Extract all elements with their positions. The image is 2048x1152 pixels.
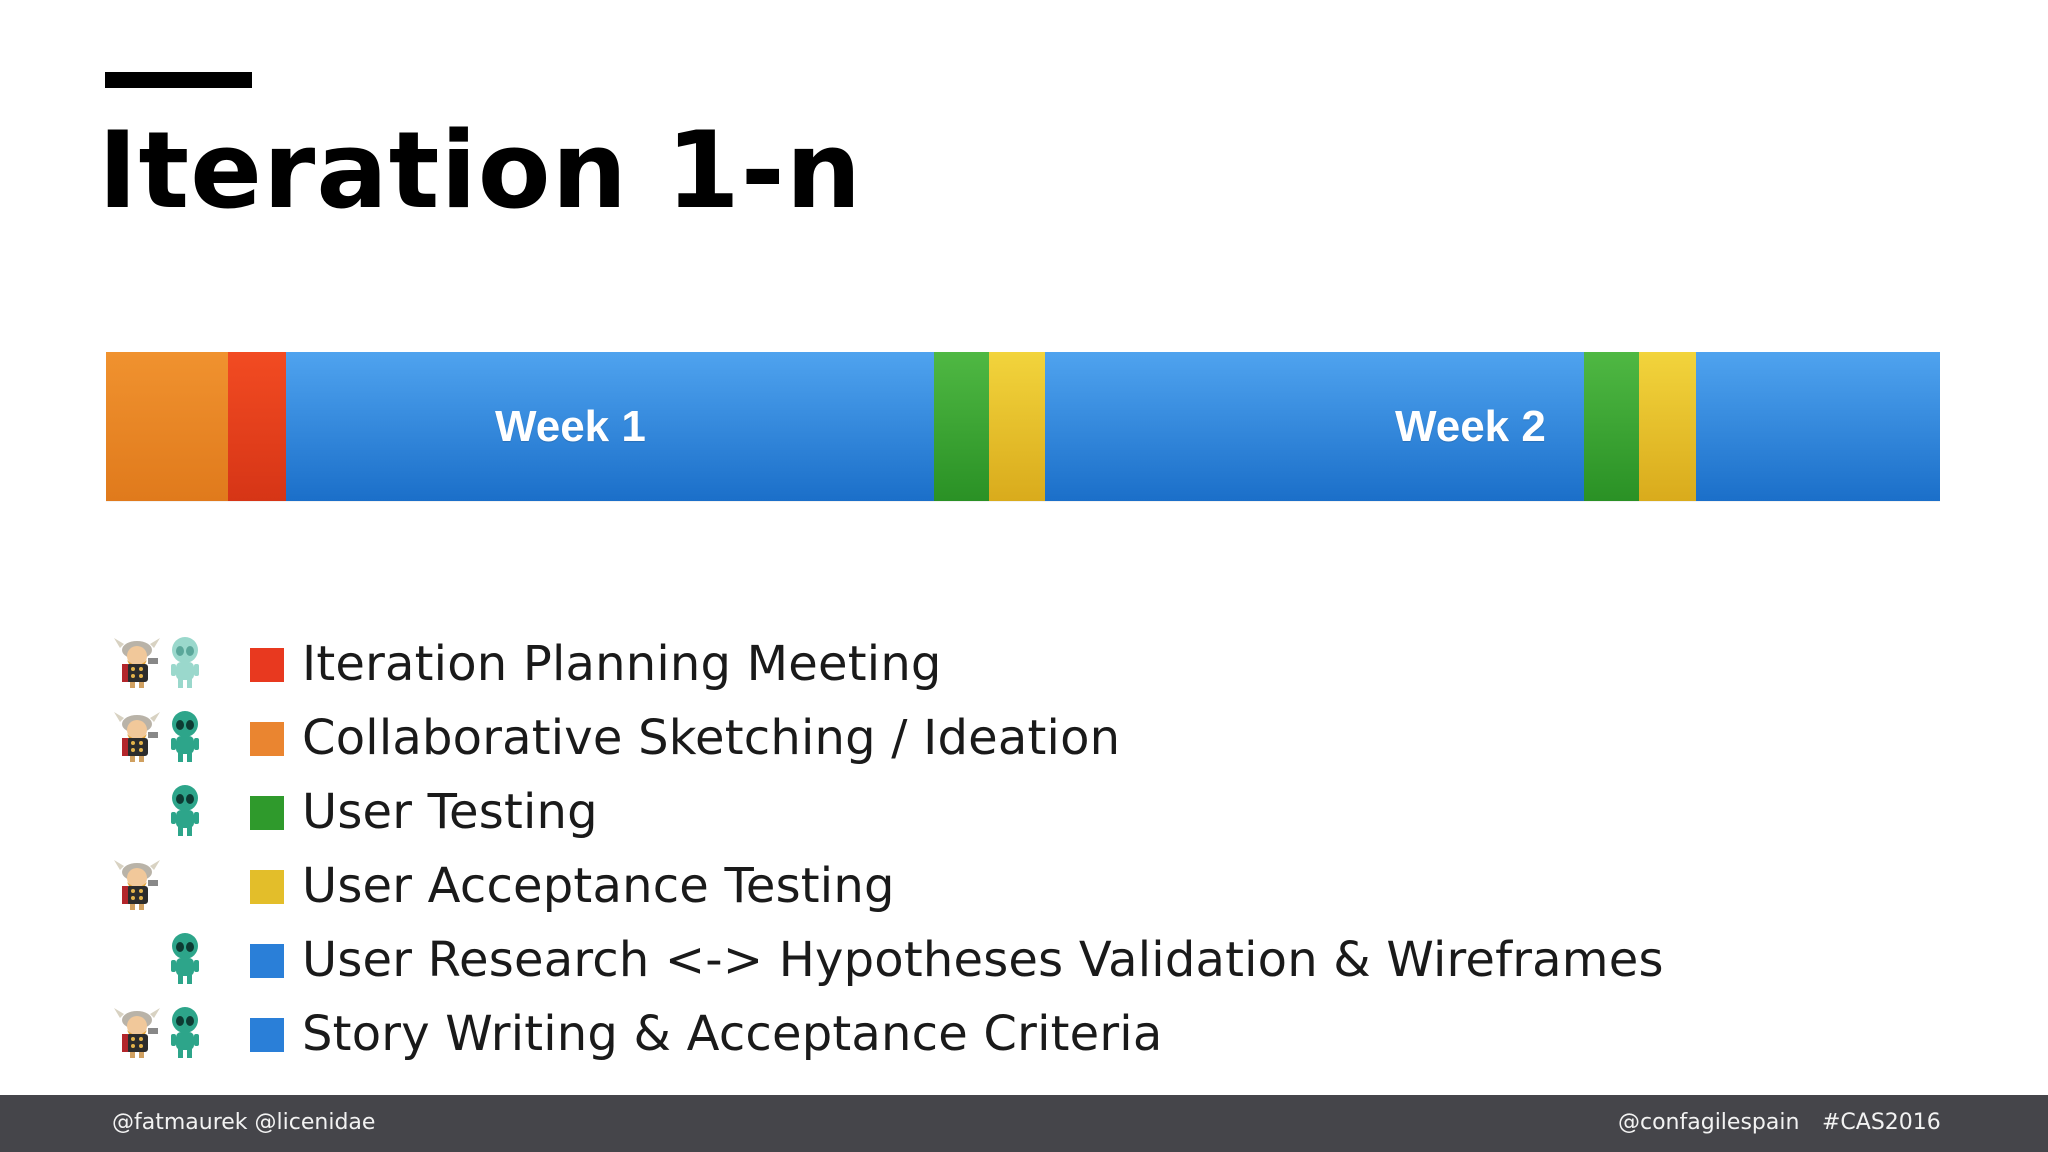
alien-icon — [171, 785, 199, 836]
slide-footer: @fatmaurek @licenidae @confagilespain #C… — [0, 1095, 2048, 1152]
legend-swatch-blue — [250, 944, 284, 978]
legend-label: User Research <-> Hypotheses Validation … — [302, 932, 1664, 988]
alien-icon — [171, 1007, 199, 1058]
legend-label: Story Writing & Acceptance Criteria — [302, 1006, 1163, 1062]
title-accent-bar — [105, 72, 252, 88]
viking-icon — [114, 860, 160, 910]
slide-title: Iteration 1-n — [98, 109, 863, 232]
timeline-segment-week-1: Week 1 — [286, 352, 934, 501]
week-1-label: Week 1 — [495, 401, 646, 451]
footer-hashtag: #CAS2016 — [1822, 1110, 1941, 1135]
legend-label: Collaborative Sketching / Ideation — [302, 710, 1121, 766]
timeline-segment-planning — [228, 352, 286, 501]
legend-swatch-red — [250, 648, 284, 682]
iteration-timeline-bar: Week 1 Week 2 — [106, 352, 1940, 501]
footer-authors: @fatmaurek @licenidae — [112, 1110, 376, 1135]
timeline-segment-acceptance — [989, 352, 1045, 501]
legend-label: User Acceptance Testing — [302, 858, 895, 914]
timeline-segment-week-2: Week 2 — [1045, 352, 1584, 501]
viking-icon — [114, 638, 160, 688]
week-2-label: Week 2 — [1395, 401, 1546, 451]
timeline-segment-user-testing — [1584, 352, 1639, 501]
timeline-segment-acceptance — [1639, 352, 1696, 501]
footer-handle: @confagilespain — [1618, 1110, 1800, 1135]
legend-swatch-green — [250, 796, 284, 830]
legend-swatch-orange — [250, 722, 284, 756]
timeline-segment-user-testing — [934, 352, 989, 501]
viking-icon — [114, 1008, 160, 1058]
alien-icon — [171, 711, 199, 762]
timeline-segment-sketching — [106, 352, 228, 501]
timeline-segment-tail — [1696, 352, 1940, 501]
alien-faded-icon — [171, 637, 199, 688]
legend-label: User Testing — [302, 784, 598, 840]
viking-icon — [114, 712, 160, 762]
legend-swatch-yellow — [250, 870, 284, 904]
legend-swatch-blue — [250, 1018, 284, 1052]
legend-label: Iteration Planning Meeting — [302, 636, 942, 692]
alien-icon — [171, 933, 199, 984]
